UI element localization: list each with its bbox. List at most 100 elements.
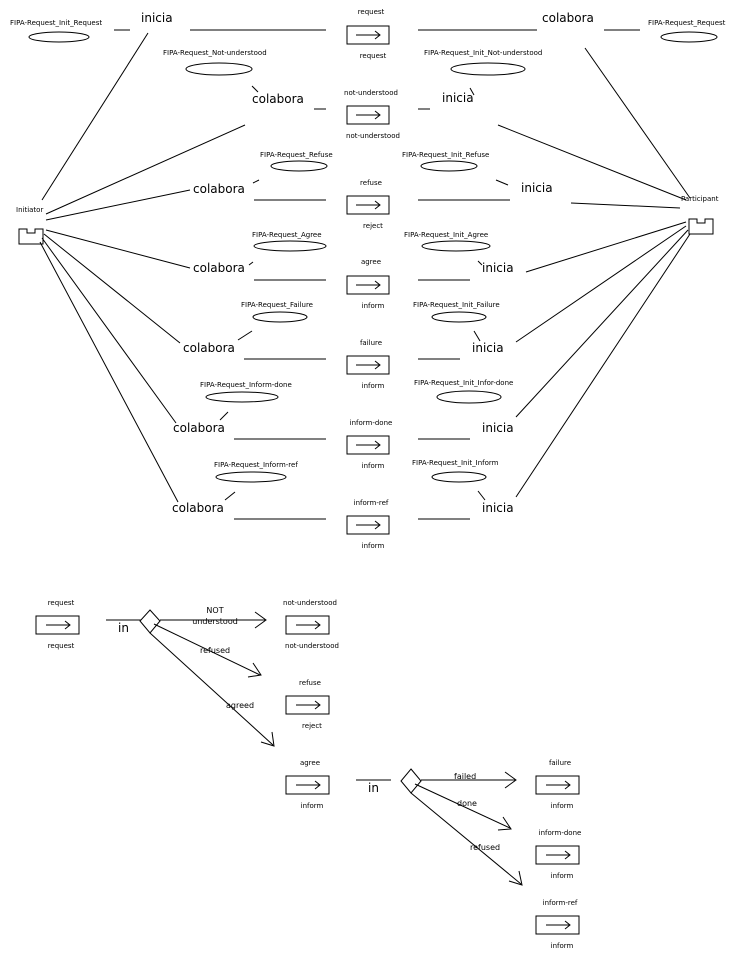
role-inicia: inicia [482, 421, 514, 435]
inform-done-row: FIPA-Request_Inform-done colabora inform… [173, 379, 514, 470]
message-bottom-label: inform [551, 942, 574, 950]
message-bottom-label: inform [362, 542, 385, 550]
branch-label-not-understood-2: understood [192, 617, 238, 626]
message-box-request[interactable] [35, 615, 80, 635]
initiator-label: Initiator [16, 206, 43, 214]
role-inicia: inicia [141, 11, 173, 25]
message-bottom-label: inform [551, 802, 574, 810]
message-box-inform-done[interactable] [346, 435, 390, 455]
role-label-left: FIPA-Request_Refuse [260, 151, 333, 159]
role-colabora: colabora [252, 92, 304, 106]
role-label-left: FIPA-Request_Agree [252, 231, 322, 239]
message-bottom-label: not-understood [346, 132, 400, 140]
role-inicia: inicia [521, 181, 553, 195]
message-top-label: request [48, 599, 75, 607]
role-colabora: colabora [183, 341, 235, 355]
decision-diamond[interactable] [139, 609, 161, 634]
initiator-actor[interactable]: Initiator [16, 206, 44, 245]
message-bottom-label: inform [362, 382, 385, 390]
message-top-label: refuse [360, 179, 382, 187]
role-label-right: FIPA-Request_Init_Infor-done [414, 379, 513, 387]
participant-icon [688, 218, 714, 235]
message-top-label: agree [300, 759, 320, 767]
role-inicia: inicia [442, 91, 474, 105]
role-ellipse[interactable] [660, 31, 718, 43]
participant-actor[interactable]: Participant [681, 195, 719, 235]
message-bottom-label: reject [363, 222, 383, 230]
message-bottom-label: request [48, 642, 75, 650]
role-ellipse[interactable] [252, 311, 308, 323]
role-label-left: FIPA-Request_Inform-ref [214, 461, 298, 469]
message-top-label: not-understood [344, 89, 398, 97]
role-ellipse[interactable] [215, 471, 287, 483]
actor-links [39, 32, 691, 503]
message-bottom-label: not-understood [285, 642, 339, 650]
message-top-label: inform-ref [354, 499, 389, 507]
decision-diamond[interactable] [400, 768, 422, 794]
role-label-left: FIPA-Request_Failure [241, 301, 313, 309]
message-box-inform-ref[interactable] [535, 915, 580, 935]
in-label: in [118, 621, 129, 635]
request-flow: request request in NOT understood refuse… [35, 599, 582, 950]
role-inicia: inicia [482, 501, 514, 515]
failure-row: FIPA-Request_Failure colabora failure in… [183, 301, 504, 390]
message-box-refuse[interactable] [346, 195, 390, 215]
message-top-label: refuse [299, 679, 321, 687]
role-ellipse[interactable] [205, 391, 279, 403]
message-bottom-label: request [360, 52, 387, 60]
role-label-left: FIPA-Request_Not-understood [163, 49, 267, 57]
message-bottom-label: inform [551, 872, 574, 880]
request-row: FIPA-Request_Init_Request inicia request… [10, 8, 726, 60]
role-inicia: inicia [482, 261, 514, 275]
message-bottom-label: inform [362, 302, 385, 310]
branch-label-failed: failed [454, 772, 476, 781]
branch-label-done: done [457, 799, 477, 808]
message-box-inform-ref[interactable] [346, 515, 390, 535]
message-box-refuse[interactable] [285, 695, 330, 715]
message-top-label: failure [549, 759, 571, 767]
not-understood-row: FIPA-Request_Not-understood colabora not… [163, 49, 542, 140]
role-label-left: FIPA-Request_Inform-done [200, 381, 292, 389]
participant-label: Participant [681, 195, 719, 203]
role-inicia: inicia [472, 341, 504, 355]
role-ellipse[interactable] [431, 311, 487, 323]
role-label-init-request: FIPA-Request_Init_Request [10, 19, 102, 27]
message-box-agree[interactable] [285, 775, 330, 795]
message-bottom-label: inform [362, 462, 385, 470]
role-colabora: colabora [193, 261, 245, 275]
message-box-failure[interactable] [535, 775, 580, 795]
initiator-icon [18, 228, 44, 245]
role-ellipse[interactable] [450, 62, 526, 76]
message-bottom-label: reject [302, 722, 322, 730]
role-ellipse[interactable] [431, 471, 487, 483]
message-top-label: request [358, 8, 385, 16]
role-ellipse[interactable] [421, 240, 491, 252]
role-ellipse[interactable] [436, 390, 502, 404]
role-label-right: FIPA-Request_Init_Not-understood [424, 49, 542, 57]
role-colabora: colabora [193, 182, 245, 196]
role-label-right: FIPA-Request_Init_Failure [413, 301, 500, 309]
role-ellipse[interactable] [28, 31, 90, 43]
refuse-row: FIPA-Request_Refuse colabora refuse reje… [193, 151, 553, 230]
message-box-failure[interactable] [346, 355, 390, 375]
message-top-label: agree [361, 258, 381, 266]
message-top-label: inform-done [350, 419, 393, 427]
inform-ref-row: FIPA-Request_Inform-ref colabora inform-… [172, 459, 514, 550]
message-box-request[interactable] [346, 25, 390, 45]
role-ellipse[interactable] [253, 240, 327, 252]
role-ellipse[interactable] [270, 160, 328, 172]
role-ellipse[interactable] [185, 62, 253, 76]
message-box-agree[interactable] [346, 275, 390, 295]
message-box-inform-done[interactable] [535, 845, 580, 865]
role-ellipse[interactable] [420, 160, 478, 172]
role-label-request: FIPA-Request_Request [648, 19, 726, 27]
role-label-right: FIPA-Request_Init_Agree [404, 231, 488, 239]
message-top-label: inform-done [539, 829, 582, 837]
branch-label-refused-2: refused [470, 843, 500, 852]
message-box-not-understood[interactable] [346, 105, 390, 125]
message-box-not-understood[interactable] [285, 615, 330, 635]
message-top-label: not-understood [283, 599, 337, 607]
role-colabora: colabora [173, 421, 225, 435]
message-bottom-label: inform [301, 802, 324, 810]
